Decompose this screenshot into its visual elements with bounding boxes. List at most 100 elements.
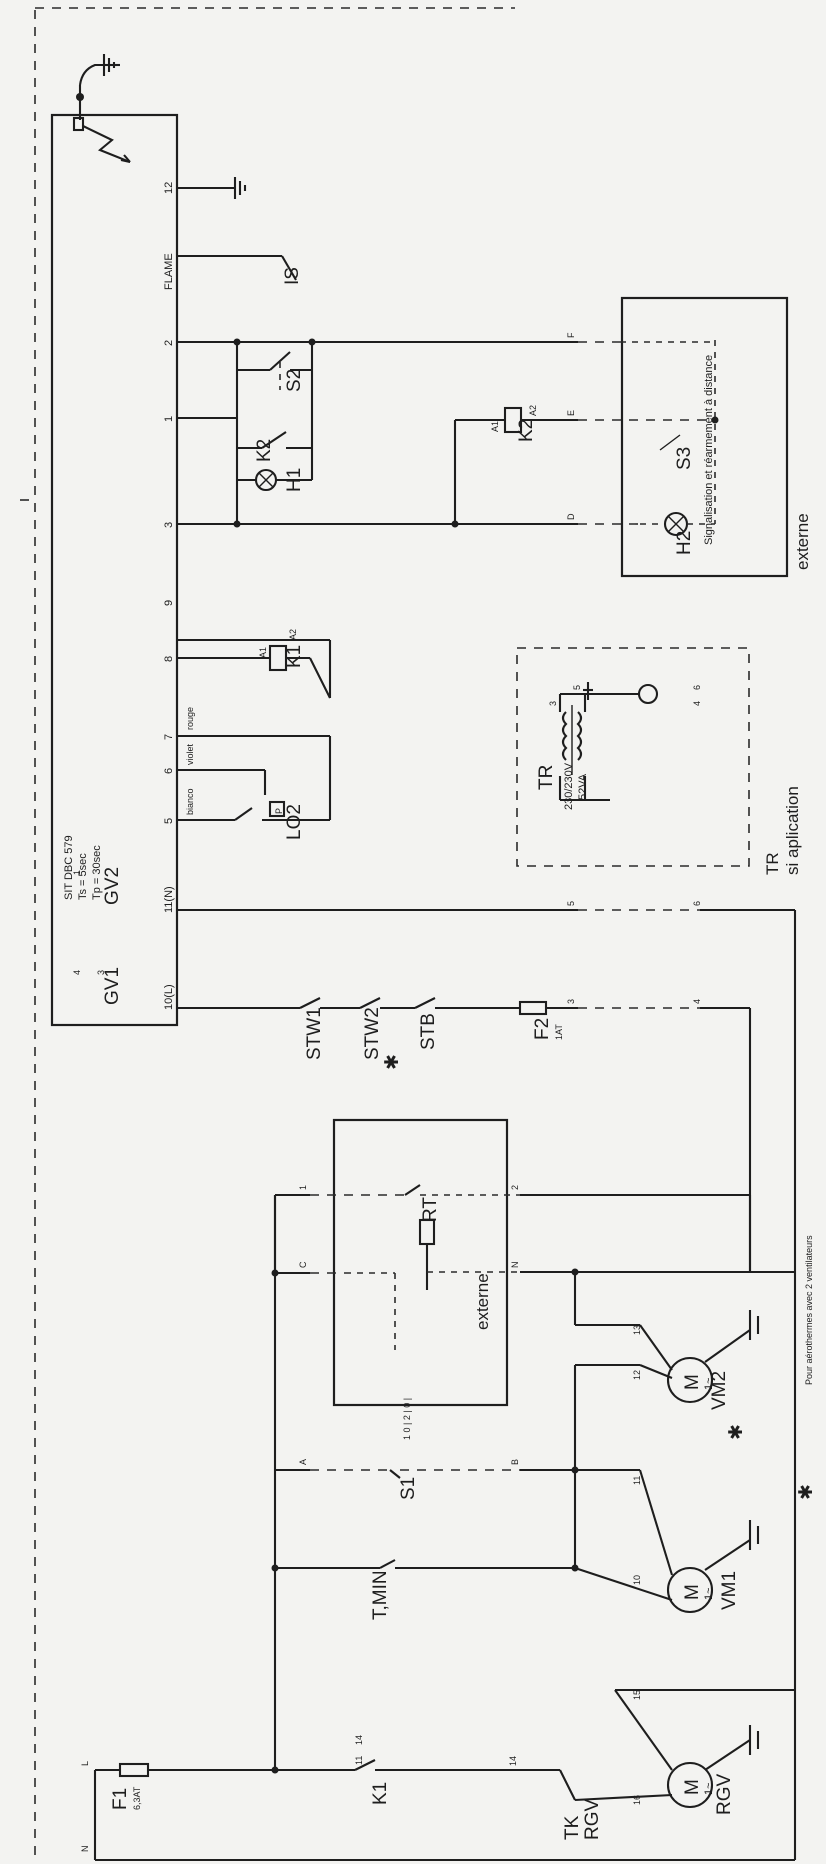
terminal-flame: FLAME [163,253,175,290]
k2-a1: A1 [490,421,500,432]
label-layer: SIT DBC 579 Ts = 5sec Tp = 30sec GV1 GV2… [63,182,817,1852]
footnote-text: Pour aérothermes avec 2 ventilateurs [804,1235,814,1385]
transformer-box [516,647,750,867]
signal-box [620,296,789,578]
vm2-label: VM2 [709,1371,730,1410]
h2-x2 [667,515,685,533]
terminal-3: 3 [163,522,175,528]
tk-rgv-label: RGV [582,1799,603,1841]
f1-label: F1 [110,1788,131,1810]
controller-ts: Ts = 5sec [77,853,89,900]
gv1-label: GV1 [102,967,123,1005]
term-12: 12 [632,1370,642,1380]
s3-label: S3 [674,447,695,470]
is-label: IS [282,267,303,285]
term-b: B [510,1459,520,1465]
k1-a2: A2 [288,629,298,640]
term-l: L [80,1761,90,1766]
vm1-earth [704,1539,751,1571]
term-11: 11 [632,1476,642,1485]
tk-label: TK [562,1815,583,1840]
k1-a1: A1 [258,647,268,658]
terminal-9: 9 [163,600,175,606]
vm2-star: ✱ [726,1424,747,1440]
term-13: 13 [632,1325,642,1335]
k1-contact-14: 14 [354,1735,364,1745]
lo2-rouge: rouge [185,707,195,730]
lo2-violet: violet [185,743,195,765]
wire-15 [614,1689,673,1771]
k2-contact [261,431,287,449]
f2-rating: 1AT [554,1024,564,1040]
tk-contact [559,1769,576,1801]
rgv-label: RGV [714,1774,735,1816]
vm1-motor-icon [666,1566,714,1614]
term-14: 14 [508,1756,518,1766]
h1-lamp-x2 [258,472,274,488]
wire-12b [639,1364,673,1379]
vm2-m: M [682,1374,703,1390]
terminal-7: 7 [163,734,175,740]
k1-contact [354,1759,376,1771]
transformer-icon [561,705,583,775]
term-n: N [80,1846,90,1853]
rgv-phase: 1~ [703,1782,715,1795]
stw2-contact [359,997,381,1009]
externe-bottom-label: externe [473,1273,492,1330]
controller-title: SIT DBC 579 [63,835,75,900]
tr-term-4: 4 [692,701,702,706]
k1-label: K1 [284,645,305,668]
controller-box [50,113,179,1027]
junction [711,416,719,424]
wire-11b [638,1469,674,1576]
tmin-label: T,MIN [370,1570,391,1620]
term-2: 2 [510,1185,520,1190]
k1-contact-label: K1 [370,1782,391,1805]
ground-icon-rgv [748,1725,760,1755]
lo2-bianco: bianco [185,788,195,815]
tr-term-3: 3 [548,701,558,706]
s1-label: S1 [398,1477,419,1500]
terminal-11N: 11(N) [163,886,175,913]
rgv-motor-icon [666,1761,714,1809]
s3-contact [659,434,681,451]
stb-label: STB [418,1013,439,1050]
term-f: F [566,332,576,338]
terminal-12: 12 [163,182,175,194]
s1-positions: 1 0 | 2 | 0 | [402,1398,412,1440]
tr-option-sub: si aplication [783,786,802,875]
ionisation-probe [281,255,297,281]
tmin-contact [379,1559,396,1569]
vm2-phase: 1~ [703,1377,715,1390]
rgv-m: M [682,1779,703,1795]
s2-label: S2 [284,369,305,392]
ground-junction [76,93,84,101]
vm1-label: VM1 [719,1571,740,1610]
vm1-phase: 1~ [703,1587,715,1600]
term-10: 10 [632,1575,642,1585]
spark-icon [82,125,131,163]
tr-option-label: TR [763,852,782,875]
term-4: 4 [692,999,702,1004]
tr-label: TR [536,765,557,790]
controller-tp: Tp = 30sec [91,845,103,900]
stw1-label: STW1 [304,1007,325,1060]
stb-contact [414,997,436,1009]
ground-icon-12 [233,177,247,199]
lo2-label: LO2 [284,804,305,840]
rt-contact [404,1184,421,1196]
terminal-5: 5 [163,818,175,824]
terminal-8: 8 [163,656,175,662]
footnote-star: ✱ [796,1484,817,1500]
rt-label: RT [420,1197,441,1222]
vm2-earth [704,1329,751,1363]
gv2-label: GV2 [102,867,123,905]
term-d: D [566,513,576,520]
term-5: 5 [566,901,576,906]
k1-contact-11: 11 [354,1756,364,1765]
ground-icon-vm1 [748,1520,760,1550]
externe-box [332,1118,509,1407]
lo2-contact [234,807,253,821]
terminal-6: 6 [163,768,175,774]
tr-rating-2: 52VA [577,773,589,800]
